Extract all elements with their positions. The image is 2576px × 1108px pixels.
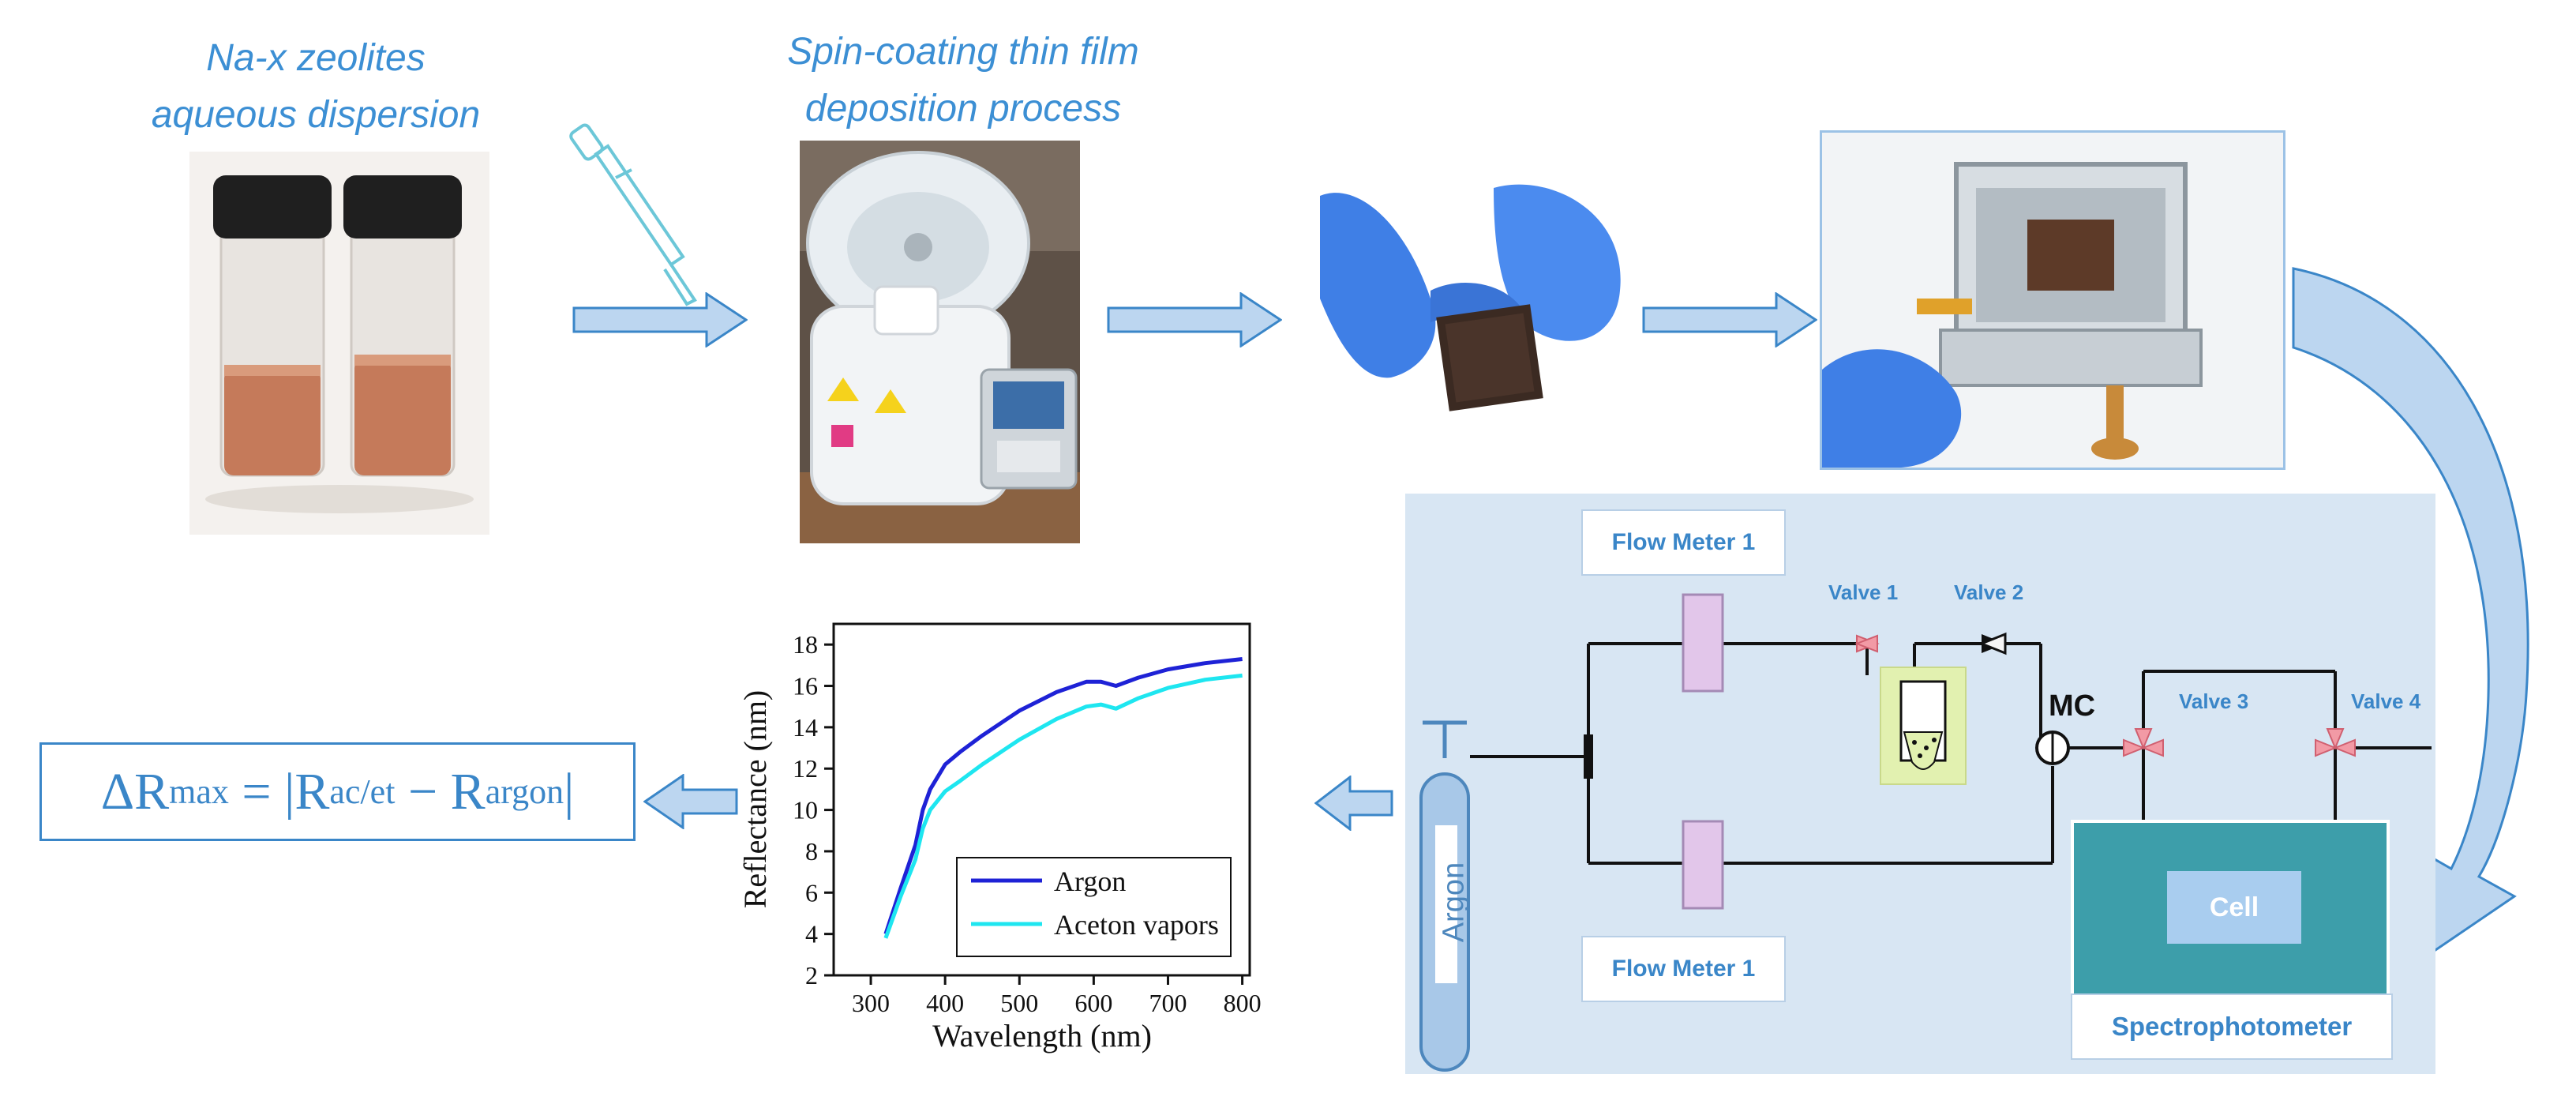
flow-meter-bottom-label: Flow Meter 1: [1581, 936, 1786, 1002]
reflectance-chart-svg: 300 400 500 600 700 800 2 4 6 8 10 12 14 16 18 Wavelen…: [737, 622, 1262, 1054]
film-sample-photo: [1312, 180, 1628, 449]
curved-arrow-to-spectrophotometer: [2289, 253, 2576, 983]
formula-acet: ac/et: [329, 772, 396, 811]
y-tick-label: 18: [793, 630, 818, 659]
valve-3-label: Valve 3: [2179, 689, 2249, 713]
argon-cylinder-label: Argon: [1437, 862, 1471, 943]
y-tick-label: 12: [793, 754, 818, 783]
y-tick-label: 4: [805, 920, 818, 948]
x-axis-label: Wavelength (nm): [932, 1018, 1152, 1054]
formula-eq: = |R: [228, 762, 330, 821]
legend-label-aceton: Aceton vapors: [1054, 909, 1219, 941]
valve-4-label: Valve 4: [2351, 689, 2421, 713]
x-tick-label: 600: [1074, 989, 1112, 1017]
arrow-step1: [572, 291, 748, 351]
x-tick-label: 800: [1224, 989, 1262, 1017]
chart-legend: Argon Aceton vapors: [956, 857, 1232, 957]
series-line-aceton: [883, 673, 1243, 939]
formula-max: max: [169, 772, 229, 811]
spin-coater-photo: [800, 141, 1080, 543]
x-tick-label: 300: [852, 989, 890, 1017]
caption-spin-coating: Spin-coating thin film deposition proces…: [718, 24, 1208, 137]
setup-panel: Flow Meter 1 Flow Meter 1 Valve 1 Valve …: [1405, 494, 2435, 1074]
caption-spin-line2: deposition process: [804, 88, 1122, 130]
valve-2-label: Valve 2: [1954, 580, 2024, 604]
formula-argon: argon: [485, 772, 564, 811]
reflectance-chart: 300 400 500 600 700 800 2 4 6 8 10 12 14 16 18 Wavelen…: [726, 608, 1326, 1082]
caption-dispersion-line1: Na-x zeolites: [206, 37, 426, 79]
x-tick-label: 500: [1000, 989, 1038, 1017]
caption-dispersion: Na-x zeolites aqueous dispersion: [111, 30, 521, 144]
caption-dispersion-line2: aqueous dispersion: [151, 94, 481, 136]
formula-close: |: [564, 762, 575, 821]
spectrophotometer-label: Spectrophotometer: [2071, 993, 2393, 1060]
vials-photo: [189, 152, 489, 535]
formula-minus: − R: [395, 762, 486, 821]
y-tick-label: 16: [793, 672, 818, 700]
y-tick-label: 6: [805, 878, 818, 907]
flow-meter-top-label: Flow Meter 1: [1581, 509, 1786, 576]
x-tick-label: 400: [926, 989, 964, 1017]
y-axis-label: Reflectance (nm): [737, 690, 773, 909]
legend-label-argon: Argon: [1054, 866, 1126, 897]
sample-holder-photo: [1820, 130, 2285, 470]
y-tick-label: 2: [805, 961, 818, 990]
y-tick-label: 10: [793, 796, 818, 824]
series-line-argon: [883, 657, 1243, 935]
arrow-step2: [1107, 291, 1283, 351]
mc-label: MC: [2049, 689, 2096, 723]
caption-spin-line1: Spin-coating thin film: [787, 31, 1139, 73]
arrow-step3: [1642, 291, 1818, 351]
valve-1-label: Valve 1: [1828, 580, 1899, 604]
arrow-setup-to-chart: [1314, 774, 1393, 835]
x-tick-label: 700: [1149, 989, 1187, 1017]
arrow-chart-to-formula: [643, 773, 738, 833]
formula-delta: ΔR: [100, 762, 170, 821]
y-tick-label: 8: [805, 837, 818, 866]
y-tick-label: 14: [793, 713, 818, 742]
cell-label: Cell: [2209, 892, 2259, 922]
pipette-icon: [568, 115, 711, 312]
